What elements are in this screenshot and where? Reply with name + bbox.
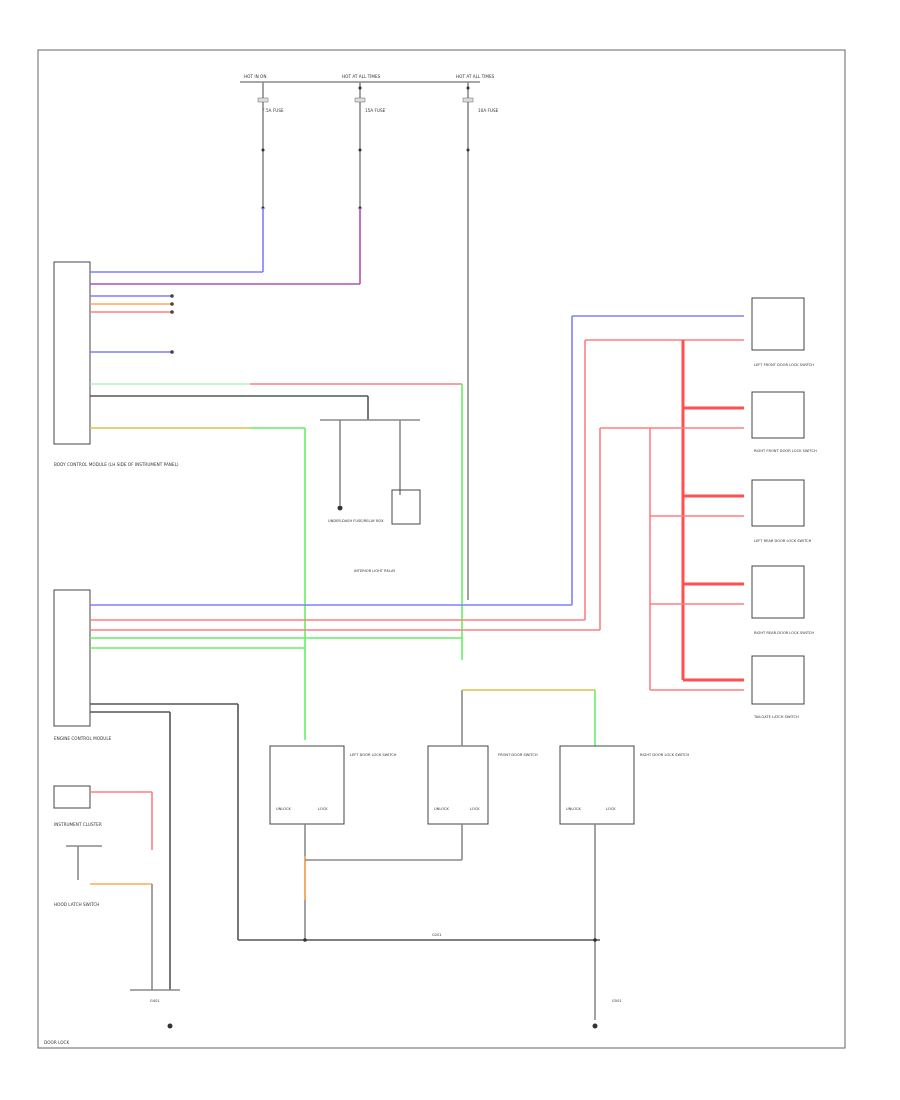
fuse2b-label: 15A FUSE [365,108,386,113]
bcm-label: BODY CONTROL MODULE (LH SIDE OF INSTRUME… [54,462,179,467]
sw-left-lock: LOCK [318,807,328,811]
hood-label: HOOD LATCH SWITCH [54,902,99,907]
sw-left-label: LEFT DOOR LOCK SWITCH [350,753,397,757]
tailgate-label: TAILGATE LATCH SWITCH [753,715,799,719]
hood-switch: HOOD LATCH SWITCH G401 [54,845,180,1029]
sw-right-unlock: UNLOCK [566,807,582,811]
sw-left-unlock: UNLOCK [276,807,292,811]
fuse3b-label: 10A FUSE [478,108,499,113]
right-door-lock-switch: UNLOCK LOCK RIGHT DOOR LOCK SWITCH [559,745,690,1020]
door-switch-lf: LEFT FRONT DOOR LOCK SWITCH [751,297,814,367]
relay-interior: UNDER-DASH FUSE/RELAY BOX INTERIOR LIGHT… [320,396,421,573]
fuse3-label: HOT AT ALL TIMES [456,74,495,79]
door-switch-rr: RIGHT REAR DOOR LOCK SWITCH [751,565,814,635]
fuse2-label: HOT AT ALL TIMES [342,74,381,79]
cluster-box: INSTRUMENT CLUSTER [53,785,153,850]
door-lf-label: LEFT FRONT DOOR LOCK SWITCH [754,363,814,367]
bcm-box: BODY CONTROL MODULE (LH SIDE OF INSTRUME… [53,261,463,740]
fuse-supply-3: HOT AT ALL TIMES 10A FUSE [456,74,499,600]
g1-label: G401 [150,999,160,1003]
door-rf-label: RIGHT FRONT DOOR LOCK SWITCH [754,449,817,453]
footer-label: DOOR LOCK [44,1040,69,1045]
fuse1-label: HOT IN ON [244,74,266,79]
diagram-frame [37,49,846,1049]
ecm-box: ENGINE CONTROL MODULE [53,589,600,990]
sw-front-unlock: UNLOCK [434,807,450,811]
door-lr-label: LEFT REAR DOOR LOCK SWITCH [754,539,812,543]
ground-label: G201 [432,933,442,937]
door-switch-lr: LEFT REAR DOOR LOCK SWITCH [751,479,812,543]
sw-right-lock: LOCK [606,807,616,811]
sw-right-label: RIGHT DOOR LOCK SWITCH [640,753,690,757]
ecm-label: ENGINE CONTROL MODULE [54,736,112,741]
relay-label: UNDER-DASH FUSE/RELAY BOX [328,519,384,523]
right-harness [571,315,744,691]
tailgate-switch: TAILGATE LATCH SWITCH [751,655,805,719]
sw-front-lock: LOCK [470,807,480,811]
cluster-label: INSTRUMENT CLUSTER [54,822,102,827]
door-rr-label: RIGHT REAR DOOR LOCK SWITCH [754,631,814,635]
front-door-switch: UNLOCK LOCK FRONT DOOR SWITCH [305,689,596,861]
left-door-lock-switch: UNLOCK LOCK LEFT DOOR LOCK SWITCH [269,745,397,940]
g3-label: G501 [612,999,622,1003]
fuse1b-label: 7.5A FUSE [262,108,284,113]
door-switch-rf: RIGHT FRONT DOOR LOCK SWITCH [751,391,817,453]
relay-interior-label: INTERIOR LIGHT RELAY [354,569,396,573]
fuse-supply-1: HOT IN ON 7.5A FUSE [244,74,284,272]
sw-front-label: FRONT DOOR SWITCH [498,753,538,757]
fuse-supply-2: HOT AT ALL TIMES 15A FUSE [342,74,386,284]
